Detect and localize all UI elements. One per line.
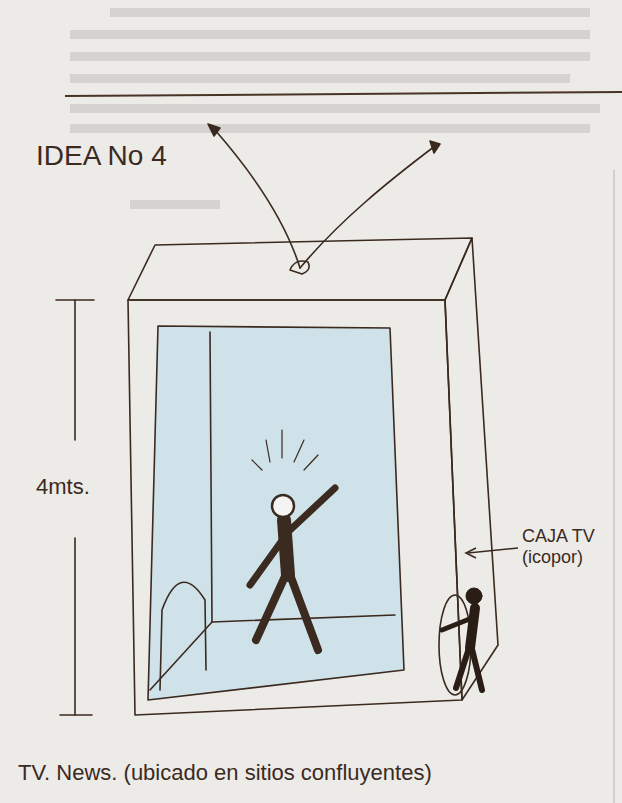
bleed-through-text (70, 8, 600, 209)
callout-leader (466, 548, 518, 558)
burst-line (252, 460, 262, 470)
dimension-tick (60, 714, 92, 716)
figure-head (272, 495, 294, 517)
faint-line (70, 104, 600, 113)
burst-line (304, 455, 318, 470)
burst-line (266, 440, 270, 462)
figure-arm (288, 488, 335, 532)
sketch-caption: TV. News. (ubicado en sitios confluyente… (18, 760, 618, 785)
figure-arm (442, 618, 472, 630)
antenna-base (290, 261, 309, 274)
sketch-title: IDEA No 4 (36, 140, 276, 172)
figure-center (250, 430, 335, 650)
antenna (300, 146, 435, 268)
callout-label: CAJA TV (icopor) (522, 526, 610, 567)
antenna-tip (430, 141, 440, 153)
faint-line (70, 124, 590, 133)
figure-leg (456, 645, 470, 688)
faint-line (70, 74, 570, 83)
burst-line (294, 440, 304, 462)
leader-head (466, 548, 476, 558)
antenna-tip (208, 124, 220, 136)
antenna (215, 130, 300, 268)
figure-leg (471, 645, 482, 690)
dimension-line (74, 538, 76, 715)
faint-line (70, 30, 590, 39)
faint-line (130, 200, 220, 209)
box-front (128, 300, 462, 715)
tv-screen (148, 326, 404, 700)
figure-leg (289, 572, 318, 650)
tv-box (128, 124, 498, 715)
faint-line (70, 52, 590, 61)
rule-line (65, 92, 622, 96)
figure-leg (256, 572, 287, 640)
figure-body (470, 608, 475, 648)
screen-floor-line (150, 622, 212, 690)
dimension-label: 4mts. (36, 474, 126, 499)
dimension-line (74, 300, 76, 440)
left-arch (160, 582, 206, 690)
burst-line (281, 430, 282, 458)
box-top (128, 238, 472, 300)
screen-wall-line (210, 332, 212, 622)
height-dimension (56, 300, 94, 715)
figure-head (466, 588, 482, 604)
faint-line (110, 8, 590, 17)
figure-side (442, 588, 482, 690)
page-edge (613, 170, 615, 803)
